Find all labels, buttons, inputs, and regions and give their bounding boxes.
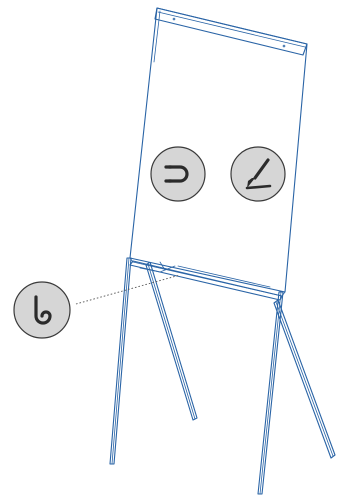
front-legs xyxy=(109,257,284,495)
pen-icon xyxy=(230,146,286,202)
paper-clamp-bar xyxy=(154,7,308,56)
flipchart-board xyxy=(129,7,308,301)
hook-icon xyxy=(13,281,71,339)
rear-legs xyxy=(145,261,336,459)
magnet-icon xyxy=(150,146,206,202)
